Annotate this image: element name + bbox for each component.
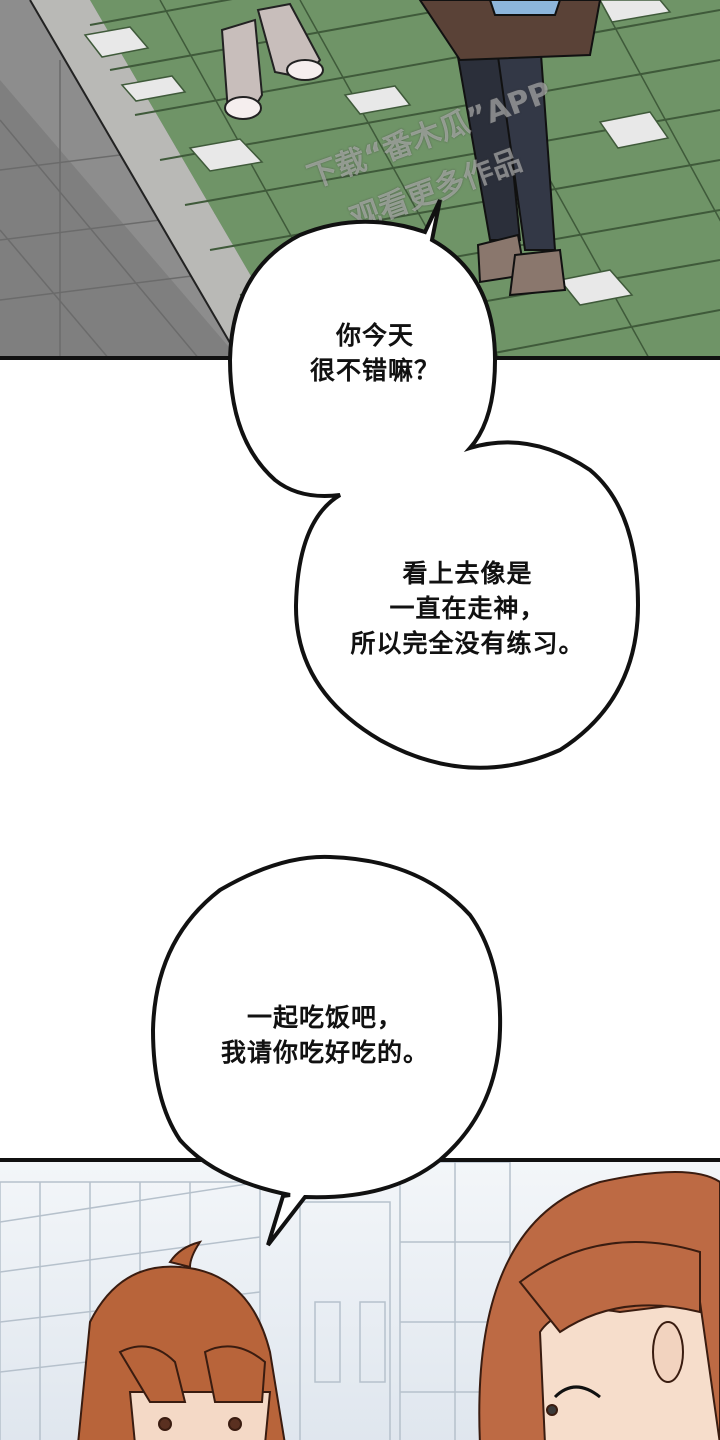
bubble-1-text: 你今天 很不错嘛？ [309,321,440,385]
bubble-1-shape [227,199,641,770]
bubble-3-text: 一起吃饭吧， 我请你吃好吃的。 [220,1003,429,1067]
characters-scene-illustration [0,1162,720,1440]
jeans-legs [418,0,602,297]
bubble-3-shape [150,854,503,1247]
right-character [478,1171,720,1440]
left-character [77,1240,286,1440]
bubble-2-text: 看上去像是 一直在走神， 所以完全没有练习。 [350,559,585,658]
sneakers [220,2,324,120]
panel-bottom [0,1158,720,1440]
